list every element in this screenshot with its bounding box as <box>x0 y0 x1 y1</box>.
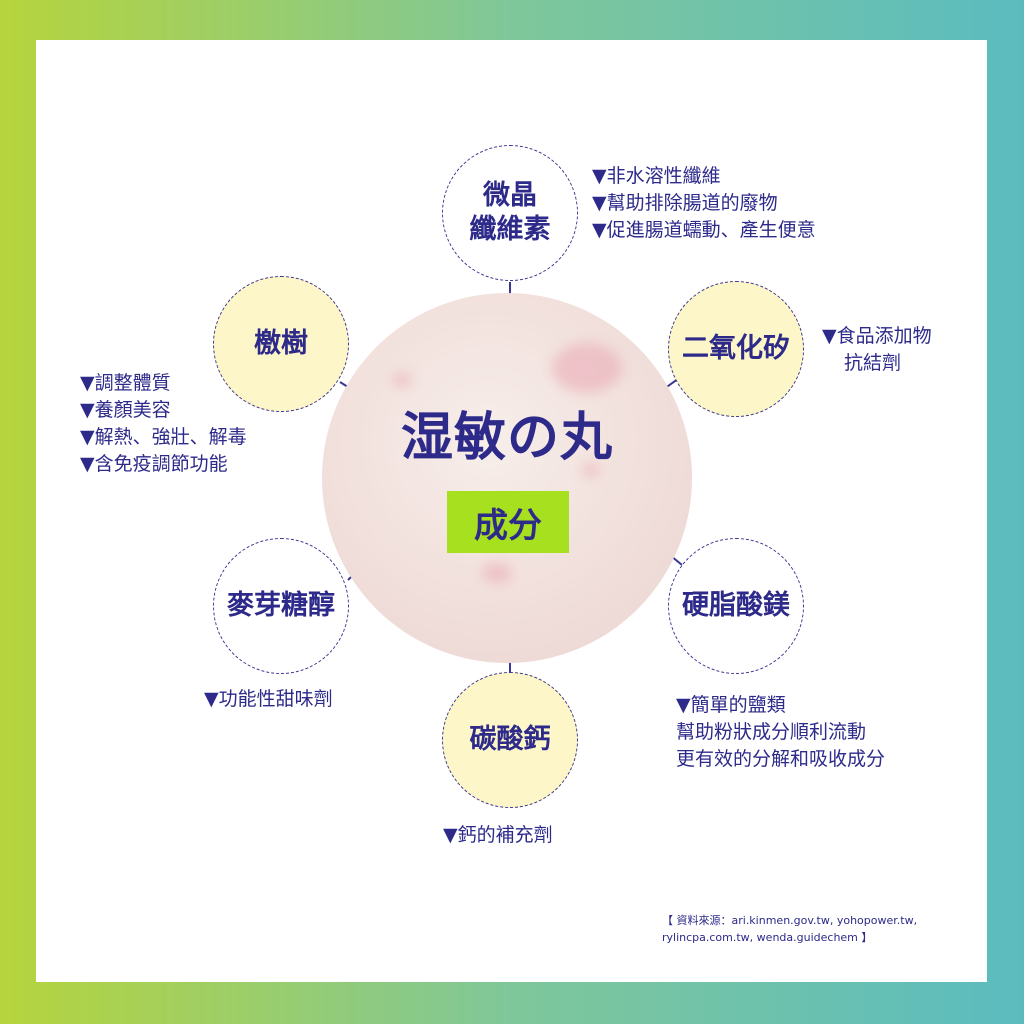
desc-microcrystalline: ▼非水溶性纖維 ▼幫助排除腸道的廢物 ▼促進腸道蠕動、產生便意 <box>592 163 816 244</box>
node-label: 碳酸鈣 <box>469 724 551 755</box>
desc-line: 抗結劑 <box>844 352 902 374</box>
desc-line: ▼鈣的補充劑 <box>443 824 553 846</box>
desc-magnesium-stearate: ▼簡單的鹽類 幫助粉狀成分順利流動 更有效的分解和吸收成分 <box>676 692 885 773</box>
desc-silica: ▼食品添加物 抗結劑 <box>822 323 932 377</box>
skin-spot <box>552 343 622 393</box>
node-magnesium-stearate: 硬脂酸鎂 <box>668 538 804 674</box>
desc-line: ▼養顏美容 <box>80 399 171 421</box>
desc-maltitol: ▼功能性甜味劑 <box>204 686 333 713</box>
desc-line: ▼非水溶性纖維 <box>592 165 721 187</box>
node-maltitol: 麥芽糖醇 <box>213 538 349 674</box>
desc-line: ▼解熱、強壯、解毒 <box>80 426 247 448</box>
skin-spot <box>392 373 412 387</box>
node-label: 二氧化矽 <box>682 333 790 364</box>
source-line: 【 資料來源：ari.kinmen.gov.tw, yohopower.tw, <box>662 914 918 927</box>
desc-line: ▼調整體質 <box>80 372 171 394</box>
skin-spot <box>582 463 600 477</box>
node-label: 檄樹 <box>254 328 308 359</box>
desc-line: ▼幫助排除腸道的廢物 <box>592 192 778 214</box>
desc-calcium-carbonate: ▼鈣的補充劑 <box>443 822 553 849</box>
source-line: rylincpa.com.tw, wenda.guidechem 】 <box>662 931 873 944</box>
desc-line: ▼促進腸道蠕動、產生便意 <box>592 219 816 241</box>
desc-line: 幫助粉狀成分順利流動 <box>676 721 867 743</box>
skin-spot <box>482 563 512 583</box>
node-microcrystalline-cellulose: 微晶 纖維素 <box>442 145 578 281</box>
node-label: 麥芽糖醇 <box>227 590 335 621</box>
desc-oak: ▼調整體質 ▼養顏美容 ▼解熱、強壯、解毒 ▼含免疫調節功能 <box>80 370 247 478</box>
center-skin-disc <box>322 293 692 663</box>
node-label: 微晶 <box>483 180 537 211</box>
node-calcium-carbonate: 碳酸鈣 <box>442 672 578 808</box>
node-oak: 檄樹 <box>213 276 349 412</box>
node-silica: 二氧化矽 <box>668 281 804 417</box>
desc-line: ▼簡單的鹽類 <box>676 694 786 716</box>
node-label: 硬脂酸鎂 <box>682 590 790 621</box>
desc-line: ▼食品添加物 <box>822 325 932 347</box>
node-label: 纖維素 <box>469 214 551 245</box>
diagram-title: 湿敏の丸 <box>400 408 613 468</box>
desc-line: ▼功能性甜味劑 <box>204 688 333 710</box>
desc-line: ▼含免疫調節功能 <box>80 453 228 475</box>
source-note: 【 資料來源：ari.kinmen.gov.tw, yohopower.tw, … <box>662 912 962 946</box>
desc-line: 更有效的分解和吸收成分 <box>676 748 886 770</box>
diagram-subtitle: 成分 <box>447 491 569 553</box>
